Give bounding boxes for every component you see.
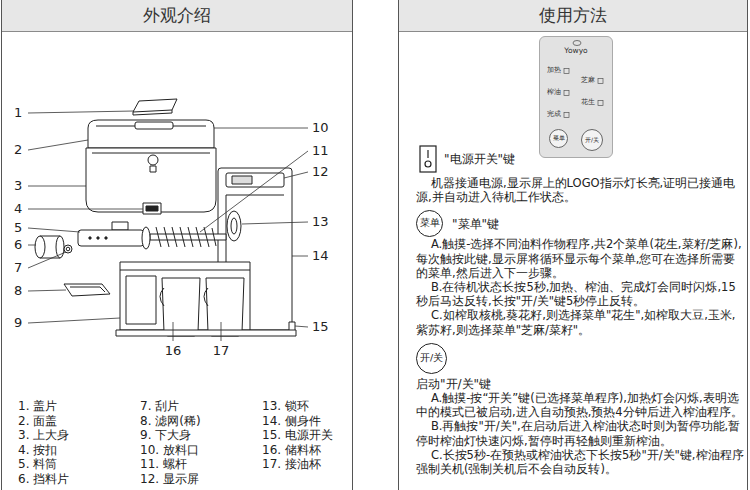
power-key-symbol <box>420 146 436 172</box>
brand-logo-text: Yowyo <box>540 47 612 56</box>
callout-number: 5 <box>14 220 22 236</box>
panel-label: 完成 <box>547 111 561 118</box>
indicator-icon <box>564 69 569 74</box>
panel-frame <box>399 0 748 490</box>
part-list-item: 9. 下大身 <box>140 428 191 442</box>
callout-number: 1 <box>14 105 22 121</box>
part-list-item: 15. 电源开关 <box>262 428 333 442</box>
part-list-item: 6. 挡料片 <box>18 472 69 486</box>
button-label: 开/关 <box>585 137 599 144</box>
indicator-icon <box>564 113 569 118</box>
callout-number: 2 <box>14 142 22 158</box>
indicator-icon <box>564 91 569 96</box>
control-panel: Yowyo 加热芝麻榨油花生完成菜单 开/关 <box>539 36 613 158</box>
panel-button: 菜单 <box>549 129 568 148</box>
callout-number: 15 <box>312 319 329 335</box>
callout-number: 8 <box>14 283 22 299</box>
button-label: 菜单 <box>553 135 565 142</box>
callout-number: 4 <box>14 201 22 217</box>
instruction-row: A.触摸-按“开关”键(已选择菜单程序),加热灯会闪烁,表明选中的模式已被启动,… <box>416 391 744 419</box>
callout-number: 10 <box>312 120 329 136</box>
key-icon-label: 菜单 <box>420 218 440 229</box>
callout-number: 12 <box>312 164 329 180</box>
instruction-row: 机器接通电源,显示屏上的LOGO指示灯长亮,证明已接通电源,并自动进入待机工作状… <box>416 176 744 204</box>
part-list-item: 5. 料筒 <box>18 457 57 471</box>
part-list-item: 12. 显示屏 <box>140 472 199 486</box>
header-band: 外观介绍 <box>2 0 352 32</box>
part-list-item: 14. 侧身件 <box>262 414 321 428</box>
indicator-icon <box>598 101 603 106</box>
part-list-item: 7. 刮片 <box>140 399 179 413</box>
panel-label: 榨油 <box>547 89 561 96</box>
part-list-item: 2. 面盖 <box>18 414 57 428</box>
part-list-item: 13. 锁环 <box>262 399 309 413</box>
part-list-item: 4. 按扣 <box>18 443 57 457</box>
instruction-row: B.在待机状态长按5秒,加热、榨油、完成灯会同时闪烁,15秒后马达反转,长按"开… <box>416 280 744 308</box>
key-icon-label: 开/关 <box>420 353 443 364</box>
instruction-row: B.再触按"开/关",在启动后进入榨油状态时则为暂停功能,暂停时榨油灯快速闪烁,… <box>416 419 744 447</box>
instruction-row: C.长按5秒-在预热或榨油状态下长按5秒"开/关"键,榨油程序强制关机(强制关机… <box>416 448 744 476</box>
instruction-text: A.触摸-选择不同油料作物程序,共2个菜单(花生,菜籽/芝麻),每次触按此键,显… <box>416 237 744 280</box>
section-heading: "电源开关"键 <box>444 151 515 167</box>
part-list-item: 11. 螺杆 <box>140 457 187 471</box>
key-icon: 菜单 <box>416 210 443 237</box>
instruction-row: 开/关 <box>416 343 744 374</box>
header-band: 使用方法 <box>399 0 747 32</box>
instruction-row: 启动"开/关"键 <box>416 377 744 391</box>
callout-number: 16 <box>165 343 182 359</box>
instruction-row: 菜单 "菜单"键 <box>416 210 744 237</box>
instruction-column: 机器接通电源,显示屏上的LOGO指示灯长亮,证明已接通电源,并自动进入待机工作状… <box>416 176 744 476</box>
panel-label: 芝麻 <box>581 77 595 84</box>
section-heading: "菜单"键 <box>452 217 499 231</box>
part-list-item: 1. 盖片 <box>18 399 57 413</box>
key-icon: 开/关 <box>416 343 447 374</box>
part-list-item: 17. 接油杯 <box>262 457 321 471</box>
callout-number: 9 <box>14 315 22 331</box>
part-list-item: 16. 储料杯 <box>262 443 321 457</box>
panel-label: 加热 <box>547 67 561 74</box>
header-title: 外观介绍 <box>143 6 211 26</box>
instruction-text: 机器接通电源,显示屏上的LOGO指示灯长亮,证明已接通电源,并自动进入待机工作状… <box>416 176 744 204</box>
callout-number: 17 <box>213 343 230 359</box>
instruction-text: C.如榨取核桃,葵花籽,则选择菜单"花生",如榨取大豆,玉米,紫苏籽,则选择菜单… <box>416 308 744 336</box>
callout-number: 11 <box>312 143 329 159</box>
indicator-icon <box>598 79 603 84</box>
part-list-item: 8. 滤网(稀) <box>140 414 201 428</box>
panel-frame <box>2 0 353 490</box>
part-list-item: 10. 放料口 <box>140 443 199 457</box>
header-title: 使用方法 <box>539 6 607 26</box>
section-heading: 启动"开/关"键 <box>416 377 744 391</box>
callout-number: 13 <box>312 214 329 230</box>
brand-logo-mark <box>573 41 581 46</box>
leader-lines <box>28 111 308 341</box>
machine-drawing <box>35 99 296 336</box>
panel-label: 花生 <box>581 99 595 106</box>
instruction-row: A.触摸-选择不同油料作物程序,共2个菜单(花生,菜籽/芝麻),每次触按此键,显… <box>416 237 744 280</box>
callout-number: 6 <box>14 237 22 253</box>
instruction-row: C.如榨取核桃,葵花籽,则选择菜单"花生",如榨取大豆,玉米,紫苏籽,则选择菜单… <box>416 308 744 336</box>
callout-number: 7 <box>14 260 22 276</box>
panel-button: 开/关 <box>581 129 603 151</box>
instruction-text: B.再触按"开/关",在启动后进入榨油状态时则为暂停功能,暂停时榨油灯快速闪烁,… <box>416 419 744 447</box>
callout-number: 3 <box>14 178 22 194</box>
instruction-text: B.在待机状态长按5秒,加热、榨油、完成灯会同时闪烁,15秒后马达反转,长按"开… <box>416 280 744 308</box>
part-list-item: 3. 上大身 <box>18 428 69 442</box>
instruction-text: A.触摸-按“开关”键(已选择菜单程序),加热灯会闪烁,表明选中的模式已被启动,… <box>416 391 744 419</box>
callout-number: 14 <box>312 248 329 264</box>
instruction-text: C.长按5秒-在预热或榨油状态下长按5秒"开/关"键,榨油程序强制关机(强制关机… <box>416 448 744 476</box>
